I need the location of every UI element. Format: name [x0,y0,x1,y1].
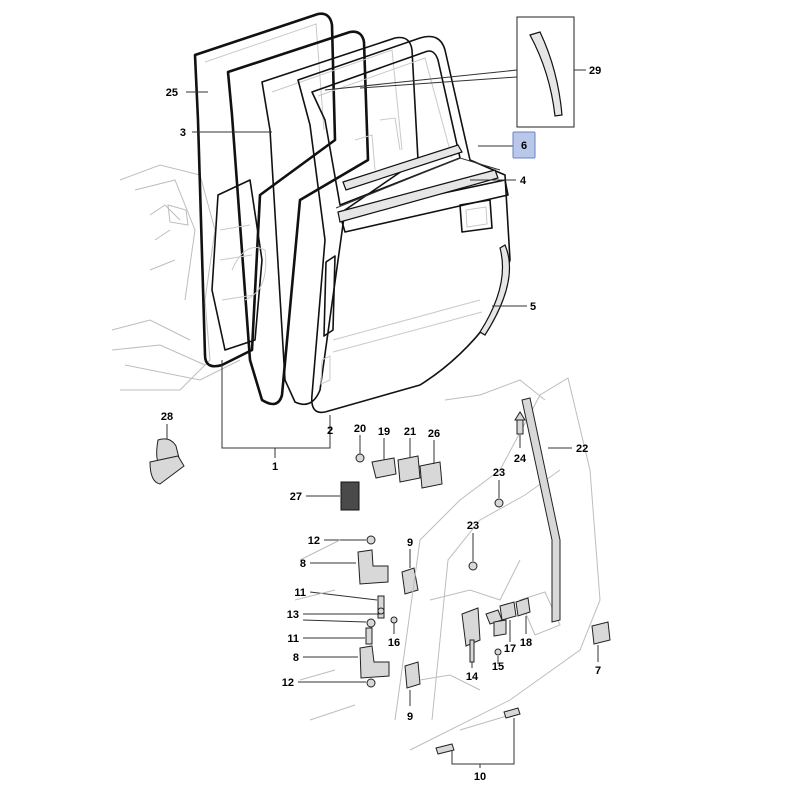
callout-15[interactable]: 15 [492,661,504,673]
callout-24[interactable]: 24 [514,453,527,465]
callout-10[interactable]: 10 [474,771,486,783]
rear-edge-trim[interactable] [479,244,511,336]
callout-11-lower[interactable]: 11 [287,633,299,645]
latch-bracket-18[interactable] [515,597,531,634]
callout-25[interactable]: 25 [166,87,178,99]
callout-9-lower[interactable]: 9 [407,711,413,723]
callout-26[interactable]: 26 [428,428,440,440]
callout-5[interactable]: 5 [530,301,536,313]
callout-19[interactable]: 19 [378,426,390,438]
callout-13[interactable]: 13 [287,609,299,621]
part-28-bracket[interactable] [149,424,185,485]
callout-8-upper[interactable]: 8 [300,558,306,570]
callout-21[interactable]: 21 [404,426,416,438]
callout-labels: 25 3 29 6 4 5 2 1 28 20 19 21 26 24 22 2… [161,65,601,783]
door-check-strap-set[interactable] [355,435,443,489]
callout-16[interactable]: 16 [388,637,400,649]
belt-weatherstrip[interactable] [337,169,499,223]
callout-6-highlight[interactable] [512,131,536,159]
callout-6[interactable]: 6 [521,140,527,152]
hinge-lower[interactable] [298,607,390,688]
inset-box [516,16,575,128]
hinge-upper[interactable] [309,535,389,619]
bolt-16[interactable] [390,616,398,634]
callout-12-upper[interactable]: 12 [308,535,320,547]
hinge-cover-lower[interactable] [404,661,421,689]
callout-23-upper[interactable]: 23 [493,467,505,479]
door-striker-assembly[interactable] [461,607,507,668]
callout-22[interactable]: 22 [576,443,588,455]
callout-27[interactable]: 27 [290,491,302,503]
vehicle-body-upper [111,164,241,391]
sill-clips[interactable] [435,707,521,768]
callout-4[interactable]: 4 [520,175,527,187]
callout-23-lower[interactable]: 23 [467,520,479,532]
hinge-cover-upper[interactable] [401,567,419,595]
callout-14[interactable]: 14 [466,671,479,683]
pillar-weatherstrip[interactable] [521,397,561,623]
seal-inner[interactable] [226,30,370,406]
bolt-24[interactable] [514,411,526,448]
part-27-pad[interactable] [340,481,360,511]
callout-8-lower[interactable]: 8 [293,652,299,664]
rear-door-shell[interactable] [297,35,511,414]
bolt-15[interactable] [494,648,502,664]
vehicle-body-lower [294,377,601,751]
inner-door-panel [211,36,419,406]
bolt-23-upper[interactable] [494,480,504,508]
leader-lines-upper [186,69,586,458]
callout-1[interactable]: 1 [272,461,278,473]
window-trim-strip[interactable] [529,31,563,117]
latch-bracket-17[interactable] [499,601,517,642]
seal-outer[interactable] [193,12,337,368]
callout-11-upper[interactable]: 11 [294,587,306,599]
callout-28[interactable]: 28 [161,411,173,423]
callout-12-lower[interactable]: 12 [282,677,294,689]
bolt-23-lower[interactable] [468,533,478,571]
callout-9-upper[interactable]: 9 [407,537,413,549]
callout-2[interactable]: 2 [327,425,333,437]
callout-18[interactable]: 18 [520,637,532,649]
callout-29[interactable]: 29 [589,65,601,77]
window-channel[interactable] [342,144,463,191]
callout-17[interactable]: 17 [504,643,516,655]
callout-3[interactable]: 3 [180,127,186,139]
part-7-clip[interactable] [591,621,611,662]
callout-20[interactable]: 20 [354,423,366,435]
callout-7[interactable]: 7 [595,665,601,677]
